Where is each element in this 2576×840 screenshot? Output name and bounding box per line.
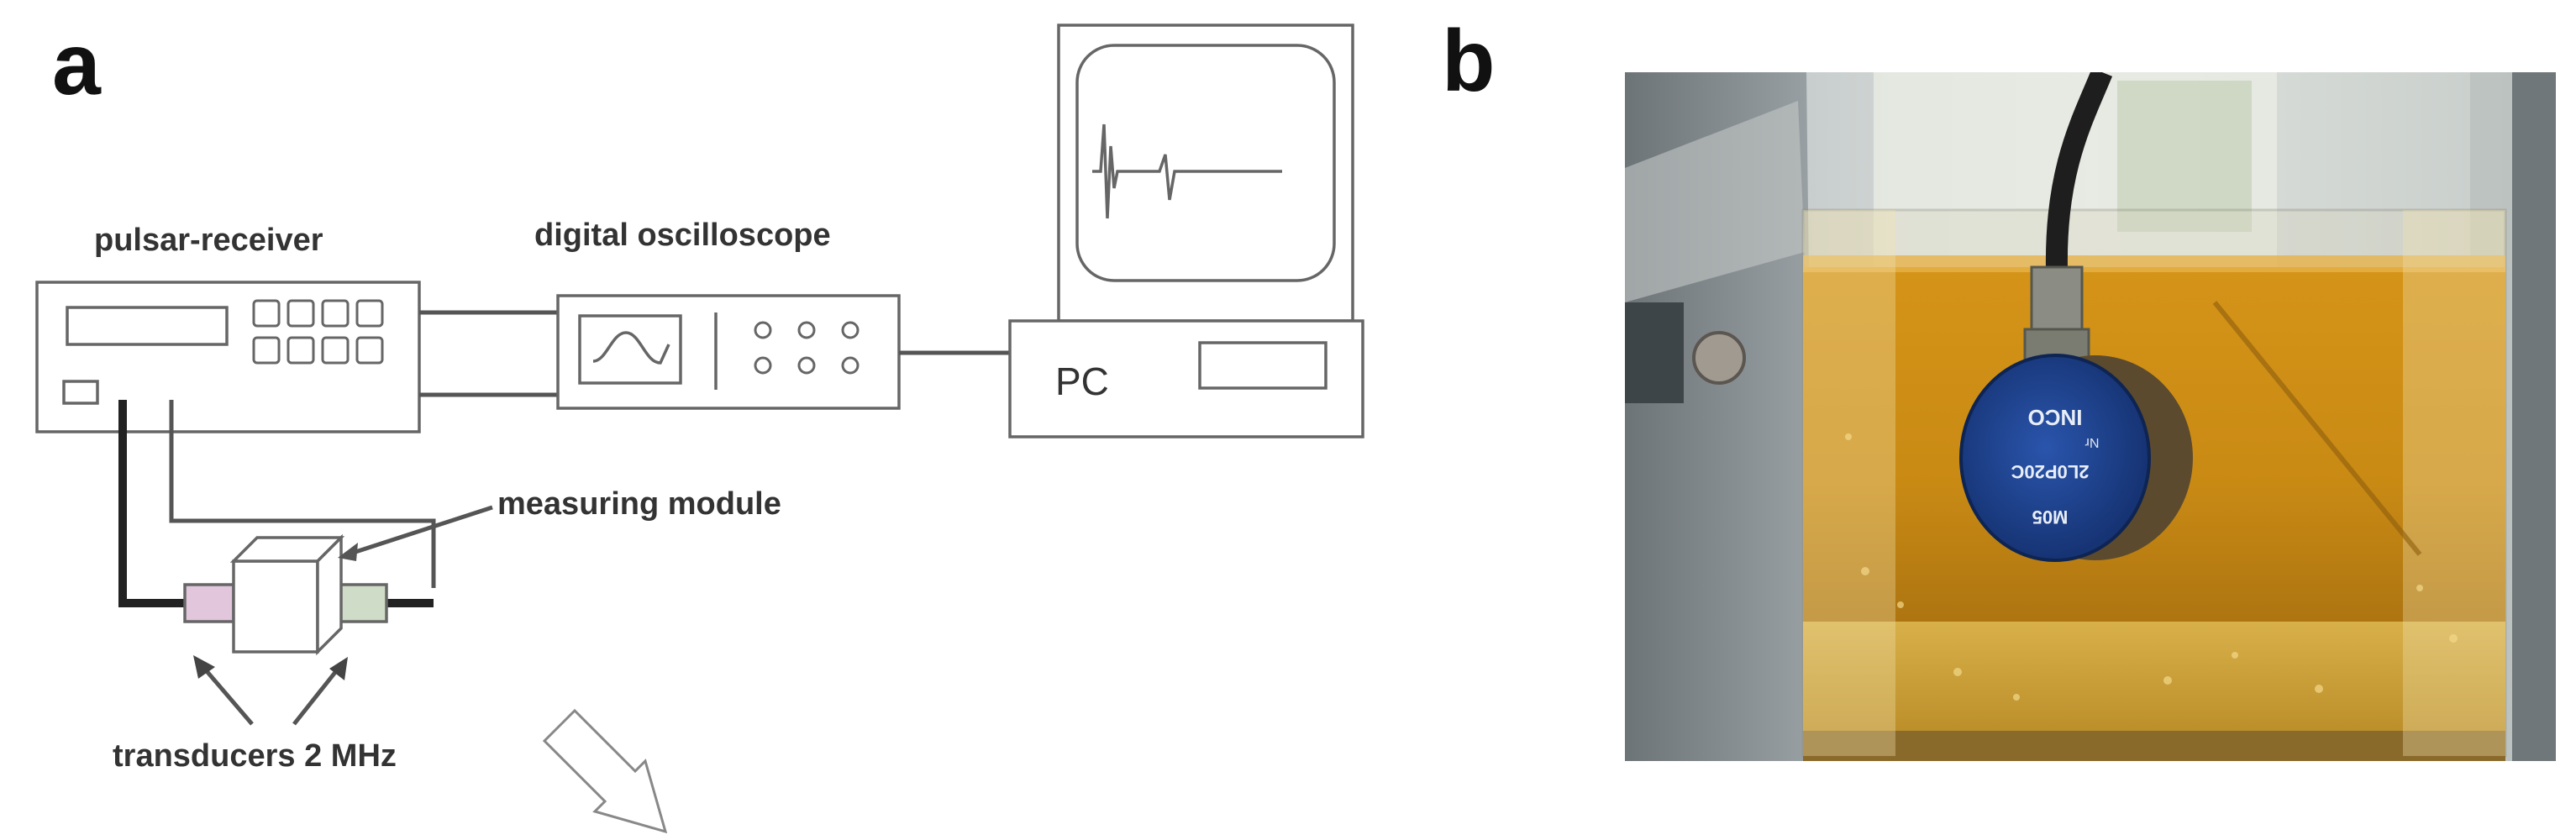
photo: INCO Nr 2L0P20C M05 xyxy=(1625,72,2556,761)
oscilloscope-screen xyxy=(578,314,682,385)
digital-oscilloscope xyxy=(556,294,901,410)
transducer-arrow-left xyxy=(200,664,254,726)
bolt xyxy=(1692,331,1746,385)
transducer-arrowhead-left xyxy=(193,655,215,679)
transducer-model: 2L0P20C xyxy=(2011,461,2089,482)
pc-signal-trace xyxy=(1092,123,1282,219)
oil-bottom-band xyxy=(1803,622,2505,748)
oscilloscope-knobs xyxy=(754,321,860,375)
transducer-connector xyxy=(2030,265,2084,336)
panel-b: b xyxy=(1442,13,2556,761)
wire-module-top xyxy=(169,400,436,588)
metal-frame-right xyxy=(2512,72,2556,761)
label-pc: PC xyxy=(1055,360,1109,403)
label-digital-oscilloscope: digital oscilloscope xyxy=(534,218,831,253)
pulsar-display xyxy=(66,306,229,346)
transducer-right xyxy=(336,583,388,623)
measuring-module-arrowhead xyxy=(338,543,358,561)
pc xyxy=(1008,24,1364,438)
pc-base xyxy=(1008,319,1364,438)
transducer-arrowhead-right xyxy=(329,657,348,680)
panel-a: a pulsar-receiver xyxy=(35,16,1364,834)
panel-a-letter: a xyxy=(52,16,102,113)
cable-left xyxy=(118,400,185,607)
sine-wave-icon xyxy=(592,331,670,365)
transducer-arrow-right xyxy=(292,665,341,726)
bubbles xyxy=(1845,433,2458,701)
transducer-code: M05 xyxy=(2032,507,2069,528)
label-transducers: transducers 2 MHz xyxy=(113,738,397,774)
measuring-module-cube xyxy=(229,533,345,656)
transducer-face xyxy=(1959,354,2151,562)
panel-b-letter: b xyxy=(1442,13,1496,110)
hollow-arrow xyxy=(542,708,668,834)
transducer-brand: INCO xyxy=(2028,405,2083,430)
measuring-module-pointer xyxy=(347,505,493,557)
transducer-cable xyxy=(2045,72,2113,270)
transducer-left xyxy=(183,583,235,623)
pc-screen xyxy=(1075,44,1336,282)
pulsar-knob xyxy=(62,380,99,405)
transducer-small: Nr xyxy=(2084,435,2100,449)
label-pulsar-receiver: pulsar-receiver xyxy=(94,223,323,258)
pc-drive xyxy=(1198,341,1327,390)
pulsar-receiver xyxy=(35,281,421,433)
pulsar-buttons xyxy=(252,299,384,365)
label-measuring-module: measuring module xyxy=(497,486,781,522)
pc-monitor xyxy=(1057,24,1354,323)
